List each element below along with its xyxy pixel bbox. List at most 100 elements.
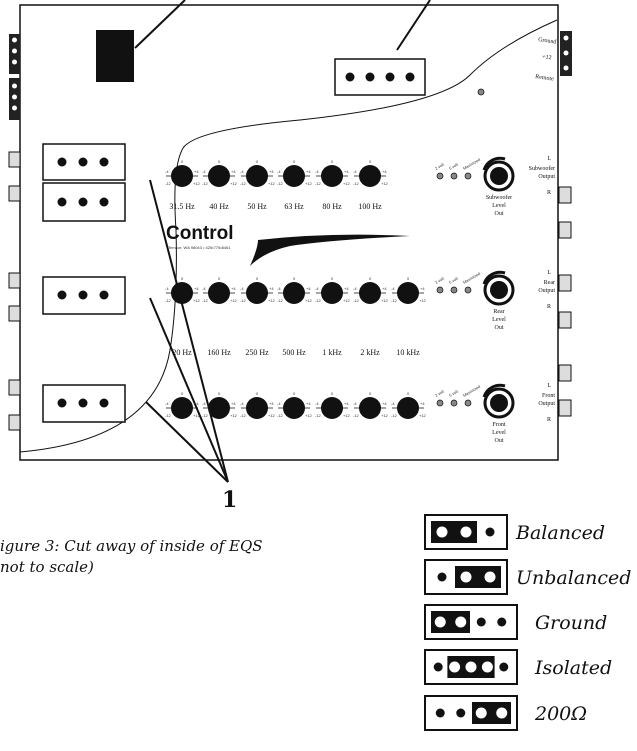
level-knob-subwoofer[interactable] [482, 156, 515, 192]
eq-knob-rear-2[interactable]: 0-4+4-12+12 [202, 276, 238, 304]
frequency-label: 1 kHz [322, 348, 342, 357]
level-led-label: 5 volt [448, 388, 460, 398]
scale-label: -12 [165, 298, 172, 303]
legend-label: Unbalanced [516, 567, 631, 589]
level-led [450, 286, 458, 294]
eq-knob-rear-7[interactable]: 0-4+4-12+12 [391, 276, 427, 304]
eq-knob-subwoofer-5[interactable]: 0-4+4-12+12 [315, 159, 351, 187]
eq-knob-front-1[interactable]: 0-4+4-12+12 [165, 391, 201, 419]
scale-label: +4 [344, 169, 349, 174]
eq-knob-rear-5[interactable]: 0-4+4-12+12 [315, 276, 351, 304]
level-knob-label: Out [495, 438, 504, 444]
scale-label: +4 [382, 286, 387, 291]
scale-label: -4 [353, 286, 357, 291]
eq-knob-rear-3[interactable]: 0-4+4-12+12 [240, 276, 276, 304]
frequency-label: 2 kHz [360, 348, 380, 357]
eq-knob-front-6[interactable]: 0-4+4-12+12 [353, 391, 389, 419]
scale-label: -4 [315, 169, 319, 174]
legend-item-5: 200Ω [424, 695, 587, 731]
scale-label: 0 [293, 391, 296, 396]
eq-knob-front-3[interactable]: 0-4+4-12+12 [240, 391, 276, 419]
brand-swoosh [250, 234, 410, 266]
output-label: Subwoofer [529, 165, 555, 172]
scale-label: +4 [269, 286, 274, 291]
level-led-label: 5 volt [448, 161, 460, 171]
legend-label: Balanced [515, 522, 605, 544]
eq-knob-front-4[interactable]: 0-4+4-12+12 [277, 391, 313, 419]
eq-knob-front-5[interactable]: 0-4+4-12+12 [315, 391, 351, 419]
eq-knob-front-2[interactable]: 0-4+4-12+12 [202, 391, 238, 419]
terminal-label-12v: +12 [542, 54, 552, 61]
frequency-label: 63 Hz [284, 202, 304, 211]
scale-label: -4 [240, 286, 244, 291]
output-label: Output [538, 174, 555, 180]
scale-label: 0 [256, 391, 259, 396]
scale-label: -12 [240, 181, 247, 186]
eq-knob-rear-1[interactable]: 0-4+4-12+12 [165, 276, 201, 304]
scale-label: +4 [194, 169, 199, 174]
scale-label: +12 [305, 413, 313, 418]
scale-label: -12 [391, 298, 398, 303]
scale-label: +12 [381, 413, 389, 418]
scale-label: 0 [256, 276, 259, 281]
frequency-label: 500 Hz [282, 348, 306, 357]
legend-label: 200Ω [534, 703, 587, 725]
eq-knob-rear-4[interactable]: 0-4+4-12+12 [277, 276, 313, 304]
output-label: Output [538, 401, 555, 407]
eq-knob-subwoofer-3[interactable]: 0-4+4-12+12 [240, 159, 276, 187]
level-led [464, 286, 472, 294]
level-led-label: 5 volt [448, 275, 460, 285]
eq-knob-subwoofer-2[interactable]: 0-4+4-12+12 [202, 159, 238, 187]
eq-knob-rear-6[interactable]: 0-4+4-12+12 [353, 276, 389, 304]
scale-label: -12 [315, 298, 322, 303]
scale-label: +12 [381, 181, 389, 186]
leader-line-chip [134, 0, 186, 49]
scale-label: +4 [382, 401, 387, 406]
scale-label: -12 [202, 413, 209, 418]
level-led [464, 399, 472, 407]
output-label: Front [542, 393, 555, 399]
legend-label: Isolated [534, 657, 612, 679]
level-knob-label: Rear [493, 309, 504, 315]
scale-label: -12 [353, 298, 360, 303]
level-knob-front[interactable] [482, 383, 515, 419]
frequency-label: 31.5 Hz [169, 202, 195, 211]
scale-label: 0 [181, 391, 184, 396]
eq-knob-subwoofer-4[interactable]: 0-4+4-12+12 [277, 159, 313, 187]
scale-label: -4 [353, 169, 357, 174]
legend-label: Ground [535, 612, 607, 634]
scale-label: -4 [165, 286, 169, 291]
ic-chip [96, 30, 134, 82]
scale-label: -12 [391, 413, 398, 418]
brand-address: Terrace, WA 98043 • 425•775•8461 [168, 245, 231, 250]
scale-label: +12 [305, 298, 313, 303]
eq-knob-subwoofer-1[interactable]: 0-4+4-12+12 [165, 159, 201, 187]
scale-label: -4 [391, 286, 395, 291]
channel-label-L: L [547, 156, 551, 162]
scale-label: +12 [343, 298, 351, 303]
scale-label: +12 [381, 298, 389, 303]
scale-label: +12 [305, 181, 313, 186]
eq-slider-rows: 0-4+4-12+120-4+4-12+120-4+4-12+120-4+4-1… [165, 159, 427, 419]
scale-label: +4 [420, 401, 425, 406]
scale-label: +4 [420, 286, 425, 291]
level-led [450, 172, 458, 180]
scale-label: +4 [306, 286, 311, 291]
level-led [436, 399, 444, 407]
scale-label: -12 [277, 413, 284, 418]
scale-label: -4 [315, 286, 319, 291]
scale-label: +12 [193, 181, 201, 186]
scale-label: +4 [231, 286, 236, 291]
eq-knob-subwoofer-6[interactable]: 0-4+4-12+12 [353, 159, 389, 187]
eq-knob-front-7[interactable]: 0-4+4-12+12 [391, 391, 427, 419]
channel-label-R: R [547, 417, 551, 423]
legend-item-4: Isolated [424, 649, 612, 685]
scale-label: 0 [181, 276, 184, 281]
frequency-label: 250 Hz [245, 348, 269, 357]
scale-label: +12 [268, 181, 276, 186]
scale-label: +12 [230, 413, 238, 418]
channel-label-L: L [547, 270, 551, 276]
level-knob-rear[interactable] [482, 270, 515, 306]
frequency-label: 10 kHz [396, 348, 420, 357]
